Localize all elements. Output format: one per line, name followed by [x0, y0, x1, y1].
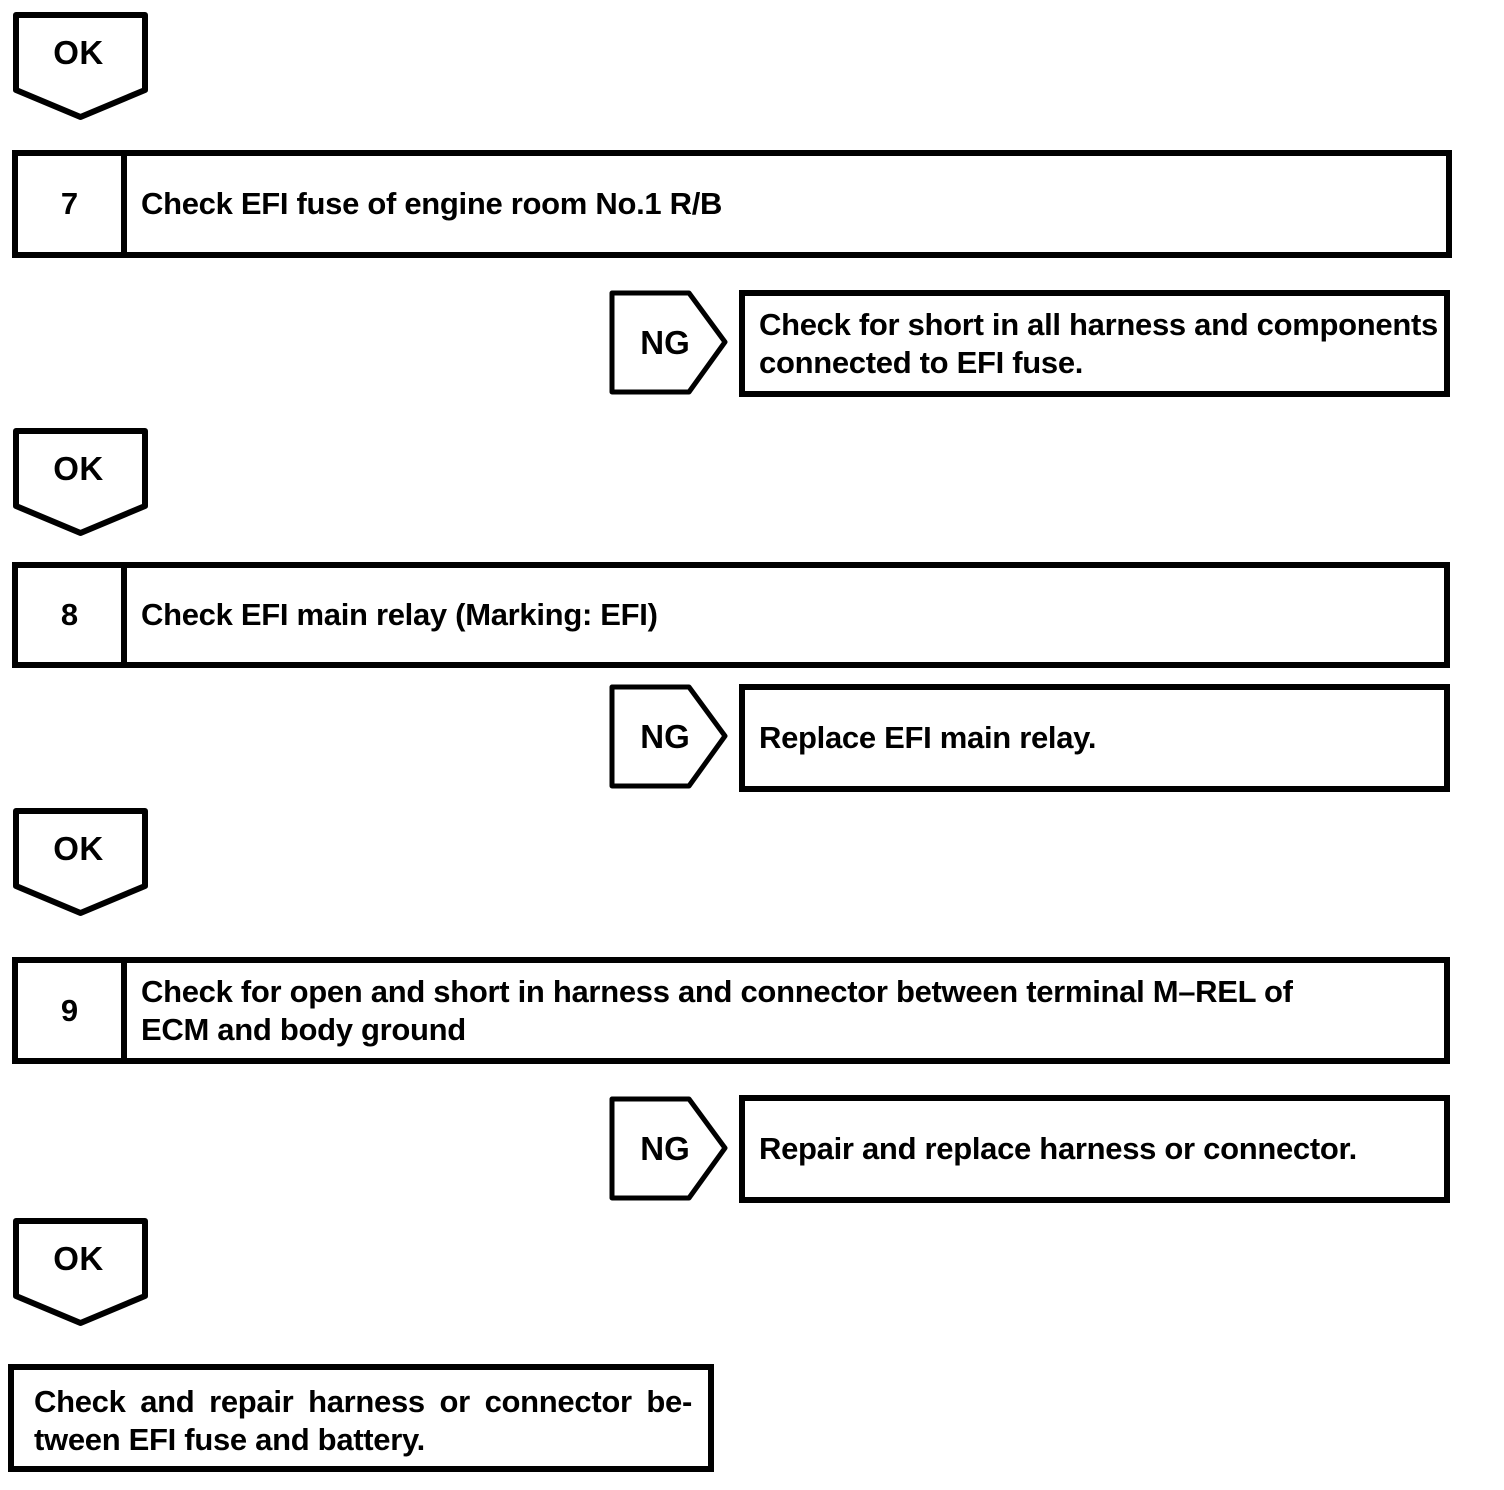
- ok-connector: OK: [13, 808, 148, 918]
- down-arrow-banner-shape: [13, 808, 148, 916]
- ok-connector: OK: [13, 428, 148, 538]
- ng-label: NG: [640, 323, 690, 361]
- step-title: Check for open and short in harness and …: [141, 973, 1293, 1047]
- step-box-8: 8 Check EFI main relay (Marking: EFI): [12, 562, 1450, 668]
- ok-label: OK: [53, 1240, 104, 1277]
- step-number: 8: [18, 568, 127, 662]
- ok-connector: OK: [13, 12, 148, 122]
- ng-label: NG: [640, 1129, 690, 1167]
- ng-action-text: Replace EFI main relay.: [759, 720, 1097, 756]
- right-arrow-shape: [609, 1096, 728, 1201]
- step-title: Check EFI fuse of engine room No.1 R/B: [141, 186, 723, 222]
- ng-connector: NG: [609, 290, 729, 395]
- down-arrow-banner-shape: [13, 12, 148, 120]
- step-title: Check EFI main relay (Marking: EFI): [141, 597, 658, 633]
- final-action-line: Check and repair harness or connector be…: [34, 1384, 692, 1419]
- right-arrow-shape: [609, 290, 728, 395]
- down-arrow-banner-shape: [13, 428, 148, 536]
- ng-action-box: Replace EFI main relay.: [739, 684, 1450, 792]
- ok-label: OK: [53, 34, 104, 71]
- step-box-7: 7 Check EFI fuse of engine room No.1 R/B: [12, 150, 1452, 258]
- ng-label: NG: [640, 717, 690, 755]
- ng-connector: NG: [609, 1096, 729, 1201]
- step-number: 7: [18, 156, 127, 252]
- step-box-9: 9 Check for open and short in harness an…: [12, 957, 1450, 1064]
- ng-action-box: Check for short in all harness and compo…: [739, 290, 1450, 397]
- right-arrow-shape: [609, 684, 728, 789]
- final-action-box: Check and repair harness or connector be…: [8, 1364, 714, 1472]
- ng-action-box: Repair and replace harness or connector.: [739, 1095, 1450, 1203]
- ng-action-text: Check for short in all harness and compo…: [759, 306, 1438, 380]
- ok-label: OK: [53, 450, 104, 487]
- down-arrow-banner-shape: [13, 1218, 148, 1326]
- ng-action-text: Repair and replace harness or connector.: [759, 1131, 1357, 1167]
- ok-connector: OK: [13, 1218, 148, 1328]
- final-action-line: tween EFI fuse and battery.: [34, 1422, 425, 1457]
- step-number: 9: [18, 963, 127, 1058]
- ok-label: OK: [53, 830, 104, 867]
- ng-connector: NG: [609, 684, 729, 789]
